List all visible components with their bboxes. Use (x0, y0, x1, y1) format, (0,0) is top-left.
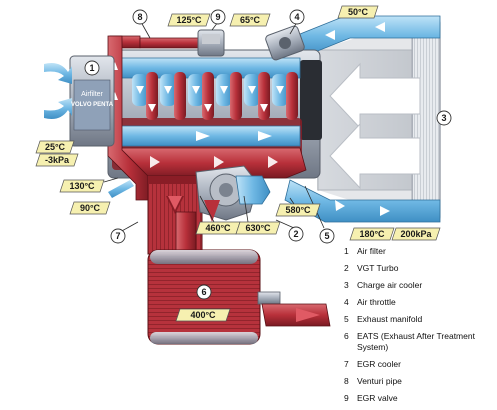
callout-markers: 1 2 3 4 5 6 7 8 9 (84, 9, 452, 300)
temp-tag-text: 580°C (285, 205, 311, 215)
legend-item: 9 EGR valve (344, 393, 494, 404)
temp-tag-egr-valve-temp: 125°C (167, 13, 211, 27)
eats (147, 249, 331, 345)
air-inflow-arrow-bottom (44, 98, 72, 119)
legend-number: 7 (344, 359, 349, 369)
callout-6: 6 (196, 284, 212, 300)
legend-label: EATS (Exhaust After Treatment System) (357, 331, 475, 352)
legend-item: 8 Venturi pipe (344, 376, 494, 387)
temp-tag-intake-pressure: -3kPa (35, 153, 79, 167)
engine-diagram: Airfilter VOLVO PENTA 125°C 65°C 50°C 25°C -… (35, 5, 475, 403)
temp-tag-manifold-temp: 65°C (229, 13, 271, 27)
callout-1: 1 (84, 60, 100, 76)
temp-tag-cooler-inlet-temp: 50°C (337, 5, 379, 19)
vgt-turbo (195, 165, 271, 222)
temp-tag-egr-outlet-temp: 130°C (59, 179, 105, 193)
callout-number: 5 (324, 231, 329, 241)
temp-tag-text: 90°C (80, 203, 101, 213)
legend-number: 9 (344, 393, 349, 403)
air-filter (69, 55, 115, 147)
callout-7: 7 (110, 228, 126, 244)
temp-tag-eats-temp: 400°C (175, 308, 231, 322)
temp-tag-text: 125°C (176, 15, 202, 25)
legend-number: 5 (344, 314, 349, 324)
exhaust-downpipe (175, 211, 197, 251)
callout-number: 2 (293, 229, 298, 239)
temp-tag-intake-temp: 25°C (35, 140, 75, 154)
temp-tag-egr-cooler-temp: 90°C (69, 201, 111, 215)
temp-tag-turbine-out-temp: 630°C (235, 221, 281, 235)
temp-tag-text: 200kPa (400, 229, 432, 239)
air-throttle (265, 25, 305, 61)
legend-number: 6 (344, 331, 349, 341)
callout-number: 4 (294, 12, 299, 22)
legend-item: 5 Exhaust manifold (344, 314, 494, 325)
callout-number: 9 (215, 12, 220, 22)
legend-item: 7 EGR cooler (344, 359, 494, 370)
callout-number: 3 (441, 113, 446, 123)
legend-number: 2 (344, 263, 349, 273)
temp-tag-turbine-in-temp: 460°C (195, 221, 241, 235)
legend-number: 4 (344, 297, 349, 307)
temp-tag-text: 400°C (190, 310, 216, 320)
legend-number: 3 (344, 280, 349, 290)
runner-arrows (136, 86, 284, 112)
legend-label: EGR cooler (357, 359, 401, 369)
legend-label: Air throttle (357, 297, 396, 307)
charge-air-cooler (317, 19, 441, 221)
legend-item: 6 EATS (Exhaust After Treatment System) (344, 331, 494, 353)
temp-tag-text: 180°C (359, 229, 385, 239)
legend-label: Charge air cooler (357, 280, 423, 290)
callout-5: 5 (319, 228, 335, 244)
legend-number: 1 (344, 246, 349, 256)
callout-number: 8 (137, 12, 142, 22)
callout-9: 9 (210, 9, 226, 25)
callout-number: 6 (201, 287, 206, 297)
exhaust-runners (146, 72, 298, 120)
temp-tag-text: 460°C (205, 223, 231, 233)
callout-2: 2 (288, 226, 304, 242)
legend-item: 3 Charge air cooler (344, 280, 494, 291)
temp-tag-cooler-outlet-temp: 180°C (349, 227, 395, 241)
callout-number: 7 (115, 231, 120, 241)
temp-tag-text: 65°C (240, 15, 261, 25)
temp-tag-exhaust-manifold-temp: 580°C (275, 203, 321, 217)
temp-tag-text: -3kPa (45, 155, 70, 165)
legend-label: EGR valve (357, 393, 398, 403)
callout-3: 3 (436, 110, 452, 126)
legend: 1 Air filter 2 VGT Turbo 3 Charge air cooler 4… (344, 246, 494, 410)
temperature-tags: 125°C 65°C 50°C 25°C -3kPa 130°C 90°C 580°C 180°… (35, 5, 441, 322)
brand-logo: VOLVO PENTA (71, 102, 114, 108)
legend-item: 4 Air throttle (344, 297, 494, 308)
legend-label: VGT Turbo (357, 263, 399, 273)
legend-item: 1 Air filter (344, 246, 494, 257)
temp-tag-boost-pressure: 200kPa (391, 227, 441, 241)
temp-tag-text: 630°C (245, 223, 271, 233)
coolant-arrow (108, 180, 134, 198)
temp-tag-text: 130°C (69, 181, 95, 191)
legend-label: Exhaust manifold (357, 314, 423, 324)
callout-8: 8 (132, 9, 148, 25)
legend-label: Air filter (357, 246, 386, 256)
callout-4: 4 (289, 9, 305, 25)
air-inflow-arrow-top (44, 63, 72, 84)
temp-tag-text: 50°C (348, 7, 369, 17)
turbo-to-cooler-pipe (284, 179, 441, 223)
legend-item: 2 VGT Turbo (344, 263, 494, 274)
legend-number: 8 (344, 376, 349, 386)
callout-number: 1 (89, 63, 94, 73)
legend-label: Venturi pipe (357, 376, 402, 386)
temp-tag-text: 25°C (45, 142, 66, 152)
airfilter-label: Airfilter (81, 91, 103, 98)
